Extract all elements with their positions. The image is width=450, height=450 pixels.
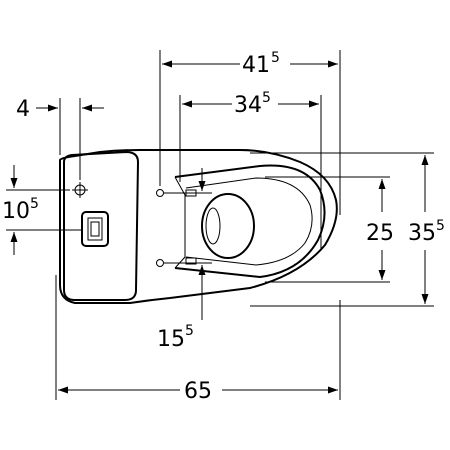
dimension-cistern-offset: 4 xyxy=(16,97,104,180)
dim-4-value: 4 xyxy=(16,97,30,122)
dim-25-value: 25 xyxy=(366,221,394,246)
dim-41-value: 41 xyxy=(242,53,270,78)
dim-15-sup: 5 xyxy=(185,323,194,339)
flush-button xyxy=(81,211,109,247)
center-mark xyxy=(72,182,88,198)
dim-41-sup: 5 xyxy=(271,50,280,66)
dimension-bowl-width-inner: 25 xyxy=(265,176,394,283)
dim-34-sup: 5 xyxy=(262,90,271,106)
bowl-rim xyxy=(174,164,326,279)
dimension-bowl-depth: 34 5 xyxy=(179,90,322,250)
fixing-hole-top xyxy=(156,189,164,197)
dim-15-value: 15 xyxy=(157,327,185,352)
dimension-overall-depth: 41 5 xyxy=(159,50,341,215)
dimension-overall-length: 65 xyxy=(55,275,341,404)
dim-35-sup: 5 xyxy=(436,218,445,234)
dimension-cistern-height: 10 5 xyxy=(2,165,82,255)
dim-35-value: 35 xyxy=(408,221,436,246)
bowl-opening xyxy=(201,193,255,259)
dim-34-value: 34 xyxy=(234,93,262,118)
dim-65-value: 65 xyxy=(184,379,212,404)
dimension-bowl-width-outer: 35 5 xyxy=(250,152,445,307)
fixing-hole-bottom xyxy=(156,259,164,267)
dimension-fixing-offset: 15 5 xyxy=(157,168,206,352)
toilet-outline xyxy=(59,149,338,304)
cistern xyxy=(63,150,140,301)
dim-10-value: 10 xyxy=(2,199,30,224)
dim-10-sup: 5 xyxy=(30,196,39,212)
